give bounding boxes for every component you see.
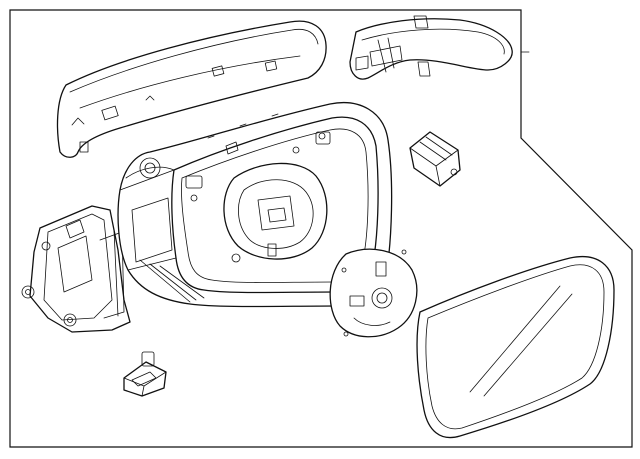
diagram-frame <box>9 9 633 448</box>
mounting-base <box>21 205 131 333</box>
puddle-lamp <box>123 351 167 397</box>
mirror-cover <box>56 20 327 158</box>
backing-plate <box>329 248 418 338</box>
turn-signal-lamp <box>349 15 513 80</box>
mirror-glass <box>416 256 615 439</box>
electrical-connector <box>409 131 461 187</box>
